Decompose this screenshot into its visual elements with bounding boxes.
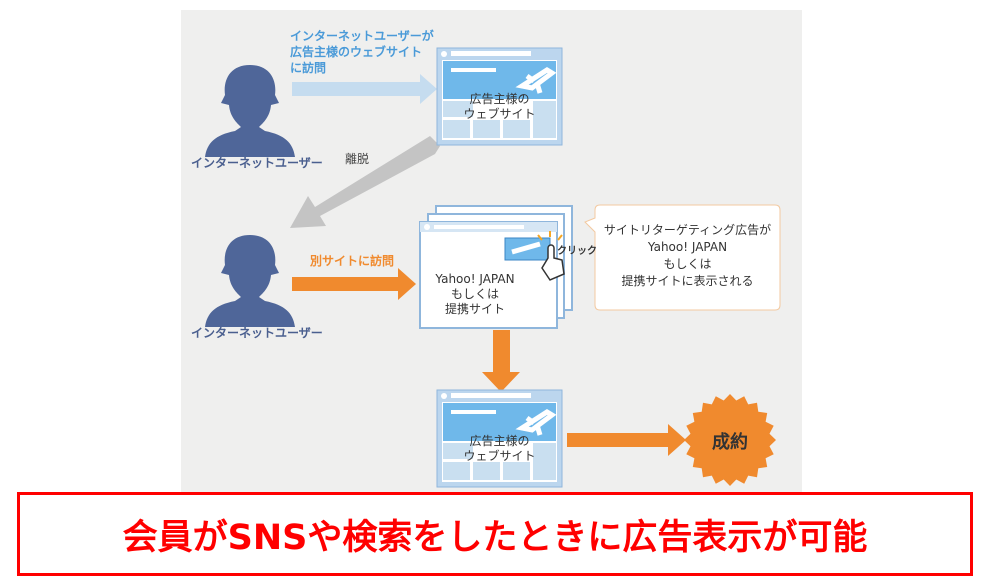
visit-arrow [292,74,437,104]
label-line: ウェブサイト [463,107,536,121]
caption-line: に訪問 [290,61,327,75]
partner-site-stack [419,205,573,329]
callout-text: サイトリターゲティング広告が Yahoo! JAPAN もしくは 提携サイトに表… [595,222,780,290]
label-line: もしくは [450,287,499,301]
click-label: クリック [557,246,597,257]
down-arrow [482,330,520,392]
user-label: インターネットユーザー [191,156,323,170]
user-icon [205,65,295,157]
callout-line: 提携サイトに表示される [621,274,754,288]
partner-site-label: Yahoo! JAPAN もしくは 提携サイト [420,272,530,317]
hand-cursor-icon [541,244,565,281]
conversion-arrow [567,424,686,456]
callout-line: サイトリターゲティング広告が [603,223,772,237]
advertiser-site-label: 広告主様の ウェブサイト [437,434,562,464]
callout-line: Yahoo! JAPAN [647,240,728,254]
label-line: 広告主様の [469,434,530,448]
caption-line: 広告主様のウェブサイト [290,45,423,59]
label-line: Yahoo! JAPAN [435,272,515,286]
leave-arrow [290,136,440,228]
summary-banner: 会員がSNSや検索をしたときに広告表示が可能 [17,492,973,576]
advertiser-site-label: 広告主様の ウェブサイト [437,92,562,122]
caption-line: インターネットユーザーが [290,29,434,43]
leave-label: 離脱 [345,152,370,166]
user-label: インターネットユーザー [191,326,323,340]
label-line: 提携サイト [444,302,505,316]
callout-bubble [584,204,781,311]
conversion-burst [684,394,776,486]
step1-caption: インターネットユーザーが 広告主様のウェブサイト に訪問 [290,28,434,76]
callout-line: もしくは [663,257,712,271]
user-icon [205,235,295,327]
label-line: 広告主様の [469,92,530,106]
step2-caption: 別サイトに訪問 [310,254,395,268]
conversion-label: 成約 [712,432,748,453]
visit-other-arrow [292,268,416,300]
label-line: ウェブサイト [463,449,536,463]
